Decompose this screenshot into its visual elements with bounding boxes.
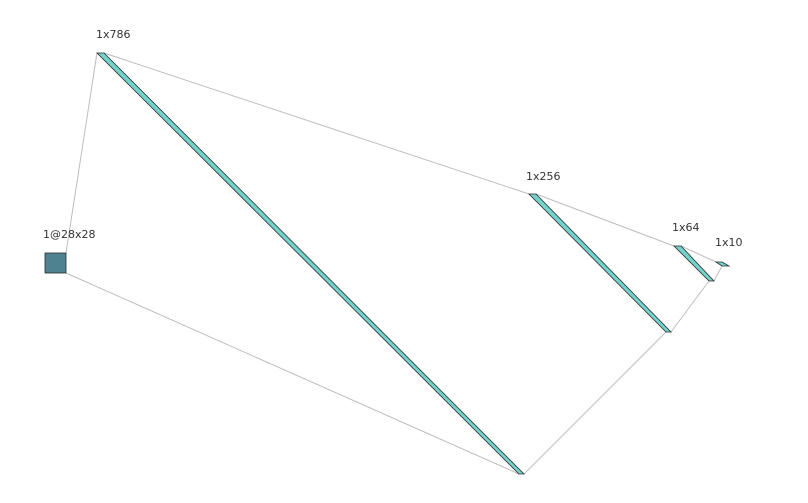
layers bbox=[44, 52, 731, 475]
connection-dense2-to-dense3-bottom bbox=[670, 280, 710, 333]
connection-input-to-dense1-top bbox=[65, 52, 98, 254]
dense-layer-1-block bbox=[96, 52, 525, 475]
output-layer-label: 1x10 bbox=[715, 236, 743, 249]
dense-layer-2-block bbox=[528, 193, 672, 333]
connection-dense1-to-dense2-top bbox=[103, 52, 530, 195]
connections bbox=[65, 52, 723, 475]
dense-layer-1-label: 1x786 bbox=[96, 28, 131, 41]
dense-layer-2-label: 1x256 bbox=[526, 170, 561, 183]
connection-dense1-to-dense2-bottom bbox=[523, 331, 667, 475]
connection-input-to-dense1-bottom bbox=[65, 272, 520, 475]
connection-dense2-to-dense3-top bbox=[535, 193, 675, 247]
dense-layer-3-label: 1x64 bbox=[672, 221, 700, 234]
output-layer-block bbox=[714, 261, 731, 267]
labels: 1@28x28 1x786 1x256 1x64 1x10 bbox=[43, 28, 743, 249]
connection-dense3-to-output-top bbox=[680, 245, 717, 263]
connection-dense3-to-output-bottom bbox=[713, 265, 723, 282]
input-layer-label: 1@28x28 bbox=[43, 228, 96, 241]
input-layer-block bbox=[44, 252, 67, 274]
dense-layer-3-block bbox=[673, 245, 715, 282]
